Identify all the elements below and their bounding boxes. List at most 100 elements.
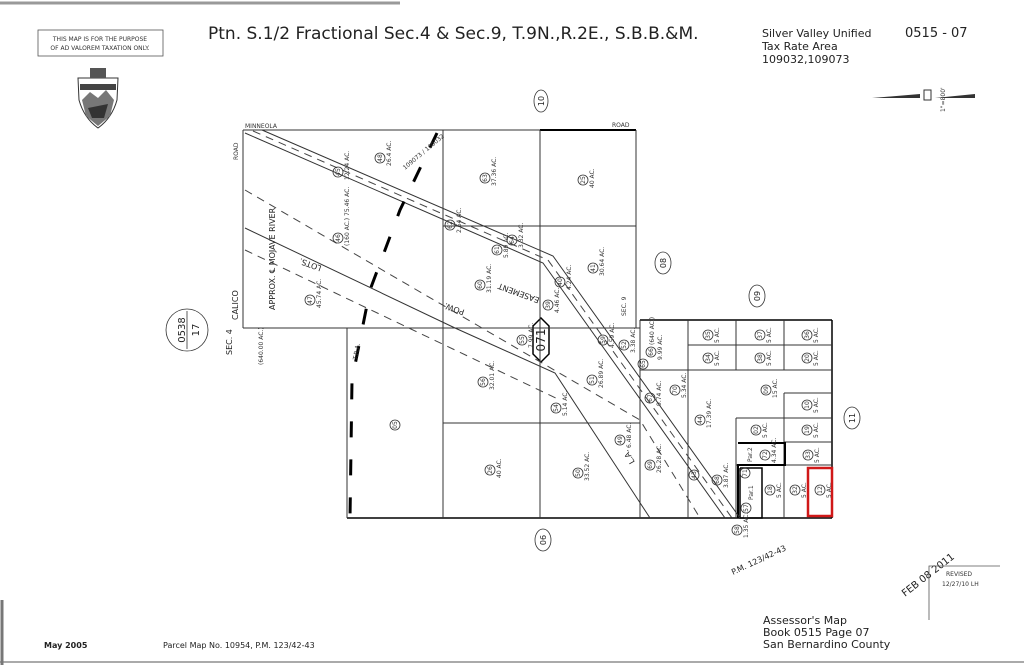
parcel-2-label: Par.2 bbox=[747, 447, 754, 462]
disclaimer-box: THIS MAP IS FOR THE PURPOSE OF AD VALORE… bbox=[37, 29, 164, 57]
mojave-river-label: APPROX. ℄ MOJAVE RIVER bbox=[268, 207, 277, 310]
parcel-number: 02 bbox=[753, 426, 760, 434]
adjacent-book-0538-17[interactable]: 0538 17 bbox=[165, 308, 209, 352]
parcel-number: 38 bbox=[757, 354, 764, 362]
parcel-number-circle bbox=[554, 276, 566, 288]
tra-boundary-line bbox=[348, 132, 439, 519]
parcel-number: 57 bbox=[743, 504, 750, 512]
parcel-46[interactable]: 46(160 AC.) 75.46 AC. bbox=[332, 187, 351, 246]
parcel-number-circle bbox=[645, 346, 657, 358]
calico-road-label: CALICO bbox=[231, 290, 240, 320]
parcel-number-circle bbox=[586, 374, 598, 386]
parcel-57[interactable]: 57 bbox=[740, 502, 752, 514]
parcel-43[interactable]: 43 bbox=[688, 469, 700, 481]
parcel-number: 44 bbox=[697, 416, 704, 424]
parcel-acreage: 5 AC. bbox=[776, 482, 783, 498]
parcel-number: 10 bbox=[804, 401, 811, 409]
parcel-number-circle bbox=[491, 244, 503, 256]
adjacent-book-09[interactable]: 09 bbox=[748, 284, 766, 308]
parcel-number-circle bbox=[550, 402, 562, 414]
parcel-acreage: 4.34 AC. bbox=[771, 438, 778, 463]
parcel-number-circle bbox=[614, 434, 626, 446]
parcel-number-circle bbox=[669, 384, 681, 396]
parcel-number-circle bbox=[637, 358, 649, 370]
parcel-number-circle bbox=[389, 419, 401, 431]
parcel-acreage: 5.34 AC. bbox=[681, 373, 688, 398]
parcel-acreage: 40 AC. bbox=[496, 458, 503, 478]
svg-text:08: 08 bbox=[659, 258, 668, 268]
parcel-acreage: 30.64 AC. bbox=[599, 247, 606, 276]
parcel-number-circle bbox=[802, 449, 814, 461]
adjacent-book-06[interactable]: 06 bbox=[534, 528, 552, 552]
parcel-acreage: (160 AC.) 75.46 AC. bbox=[344, 187, 351, 246]
selected-parcel-12-highlight[interactable] bbox=[806, 466, 834, 518]
parcel-acreage: 1.35 AC. bbox=[743, 513, 750, 538]
adjacent-book-08[interactable]: 08 bbox=[654, 251, 672, 275]
easement-label: EASEMENT bbox=[497, 281, 541, 304]
parcel-number-circle bbox=[814, 484, 826, 496]
parcel-acreage: 5 AC. bbox=[762, 422, 769, 438]
parcel-acreage: 5 AC. bbox=[801, 482, 808, 498]
parcel-71[interactable]: 71 bbox=[739, 467, 751, 479]
parcel-acreage: 26.28 AC. bbox=[656, 444, 663, 473]
road-book-071[interactable]: 071 bbox=[532, 316, 550, 364]
parcel-number-circle bbox=[516, 334, 528, 346]
parcel-05[interactable]: 05 bbox=[389, 419, 401, 431]
parcel-number-circle bbox=[759, 449, 771, 461]
adjacent-book-10[interactable]: 10 bbox=[533, 89, 549, 113]
svg-text:11: 11 bbox=[848, 413, 857, 423]
parcel-number-circle bbox=[577, 174, 589, 186]
parcel-acreage: 4.59 AC. bbox=[609, 323, 616, 348]
svg-text:09: 09 bbox=[753, 291, 762, 301]
parcel-number-circle bbox=[760, 384, 772, 396]
adjacent-book-11[interactable]: 11 bbox=[843, 406, 861, 430]
parcel-number-circle bbox=[644, 392, 656, 404]
parcel-65[interactable]: 65 bbox=[637, 358, 649, 370]
parcel-acreage: 26.4 AC. bbox=[386, 141, 393, 166]
